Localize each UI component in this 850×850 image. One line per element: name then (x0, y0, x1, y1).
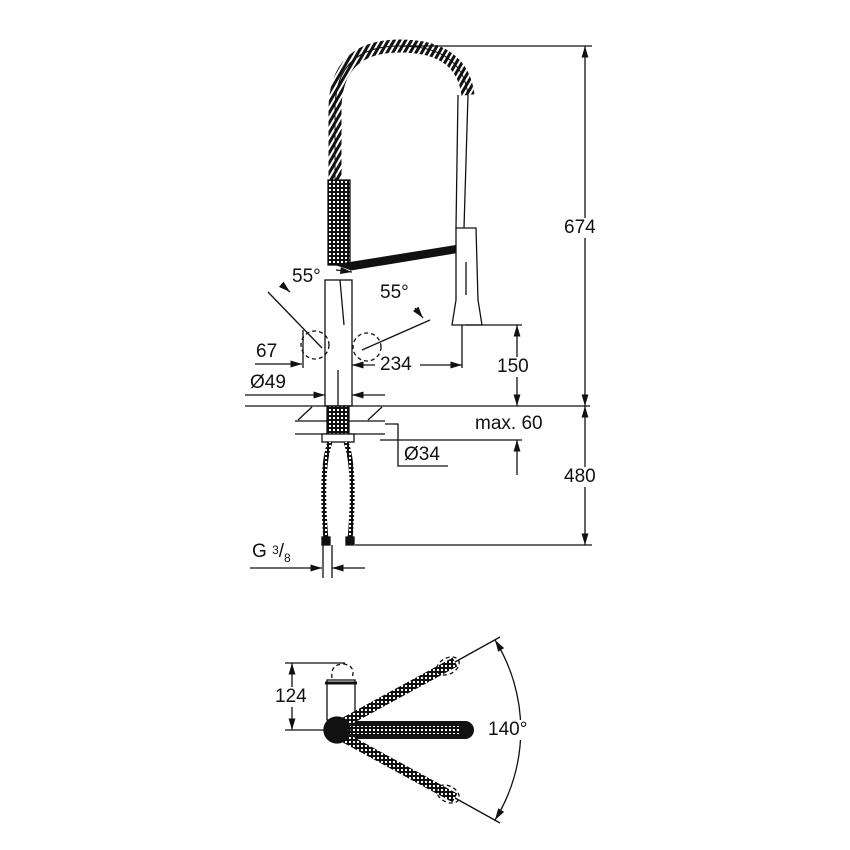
thread-den: 8 (284, 551, 291, 565)
dimension-lines (245, 45, 592, 572)
top-view (285, 636, 522, 824)
thread-letter: G (252, 541, 267, 562)
spring-spout (327, 39, 475, 266)
spout-arm (334, 244, 461, 271)
dim-thread: G 3/8 (252, 541, 291, 566)
dim-lever-angle-right: 55° (380, 282, 409, 303)
dim-hole-diameter: Ø34 (404, 444, 440, 465)
dim-body-diameter: Ø49 (250, 372, 286, 393)
countertop (245, 405, 590, 443)
dim-swivel-angle: 140° (488, 719, 528, 740)
dim-lever-offset: 67 (256, 341, 278, 362)
dim-head-clearance: 150 (497, 356, 529, 377)
lever-positions (267, 267, 431, 362)
dim-counter-thickness: max. 60 (475, 413, 543, 434)
supply-hoses (321, 441, 355, 578)
dim-top-view-height: 124 (275, 686, 307, 707)
thread-num: 3 (272, 543, 279, 557)
dim-spout-reach: 234 (380, 354, 412, 375)
dim-lever-angle-left: 55° (292, 266, 321, 287)
spray-head (451, 227, 483, 326)
dim-below-counter: 480 (564, 466, 596, 487)
dim-total-height: 674 (564, 217, 596, 238)
